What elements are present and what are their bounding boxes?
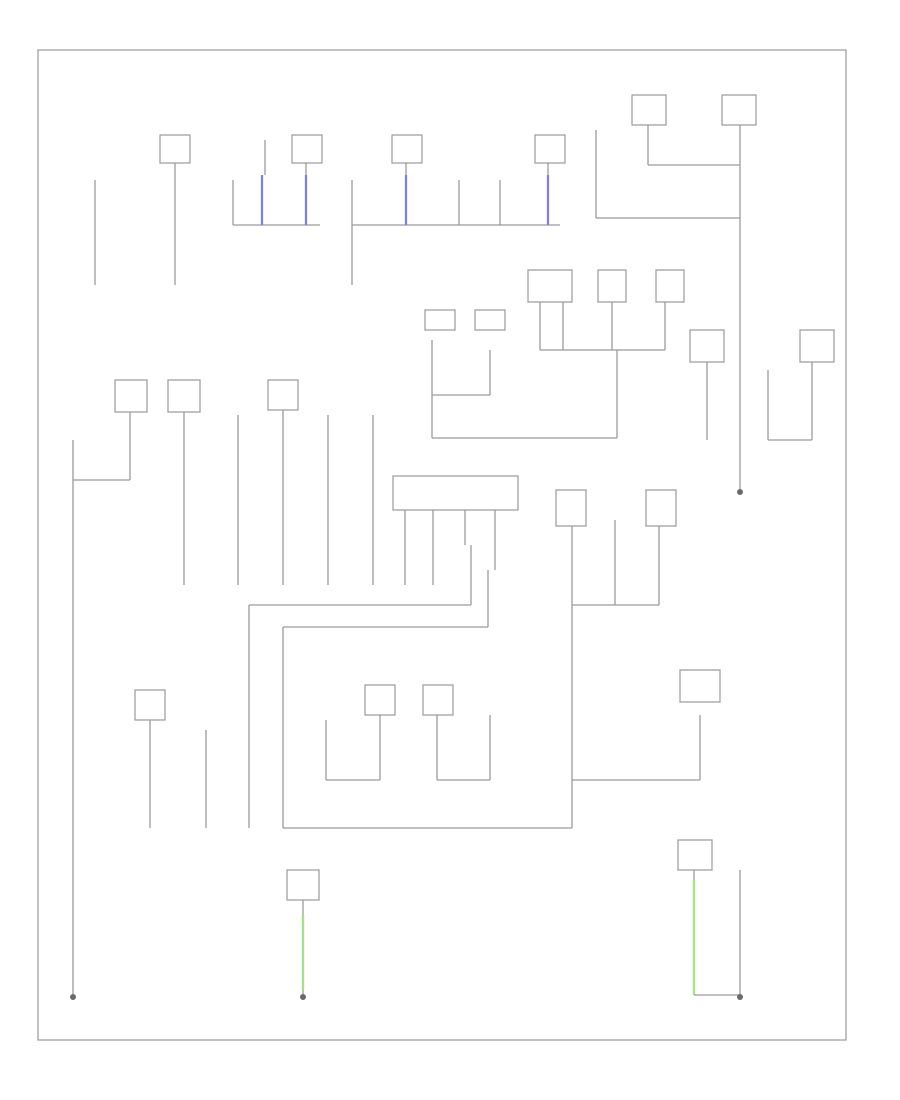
component-group-left-middle — [70, 379, 374, 1000]
ground-point — [70, 994, 76, 1000]
diagram-frame — [37, 49, 847, 1041]
component-group-lower-middle — [134, 684, 491, 828]
component-group-bottom — [286, 839, 743, 1000]
component-box — [114, 379, 148, 413]
component-box — [267, 379, 299, 411]
component-box — [422, 684, 454, 716]
component-group-center-splice — [248, 475, 519, 828]
component-group-top-middle — [232, 134, 566, 285]
component-box — [677, 839, 713, 871]
component-box — [134, 689, 166, 721]
component-box — [424, 309, 456, 331]
component-box — [159, 134, 191, 164]
component-group-top-left — [94, 134, 191, 285]
component-box — [679, 669, 721, 703]
component-box — [534, 134, 566, 164]
component-box — [474, 309, 506, 331]
component-box — [167, 379, 201, 413]
component-box — [631, 94, 667, 126]
component-box — [799, 329, 835, 363]
component-box — [364, 684, 396, 716]
splice-box — [392, 475, 519, 511]
component-box — [555, 489, 587, 527]
component-box — [597, 269, 627, 303]
component-box — [291, 134, 323, 164]
ground-point — [737, 994, 743, 1000]
component-group-middle-right — [424, 269, 835, 495]
component-box — [645, 489, 677, 527]
component-group-top-right — [595, 94, 757, 490]
component-box — [721, 94, 757, 126]
component-box — [655, 269, 685, 303]
component-group-right-lower — [283, 489, 721, 829]
component-box — [286, 869, 320, 901]
component-box — [689, 329, 725, 363]
ground-point — [300, 994, 306, 1000]
ground-point — [737, 489, 743, 495]
component-box — [527, 269, 573, 303]
component-box — [391, 134, 423, 164]
